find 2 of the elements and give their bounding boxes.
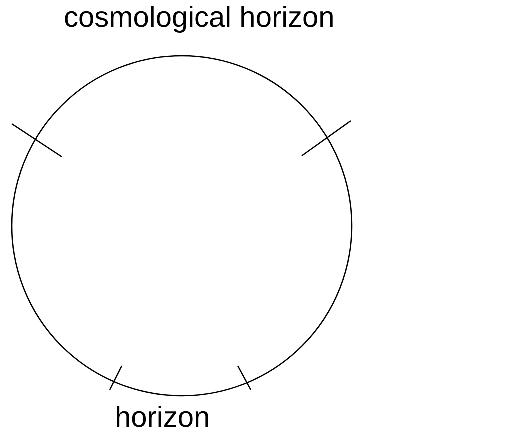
horizon-label: horizon: [115, 404, 210, 433]
horizon-label: cosmological horizon: [64, 4, 335, 33]
